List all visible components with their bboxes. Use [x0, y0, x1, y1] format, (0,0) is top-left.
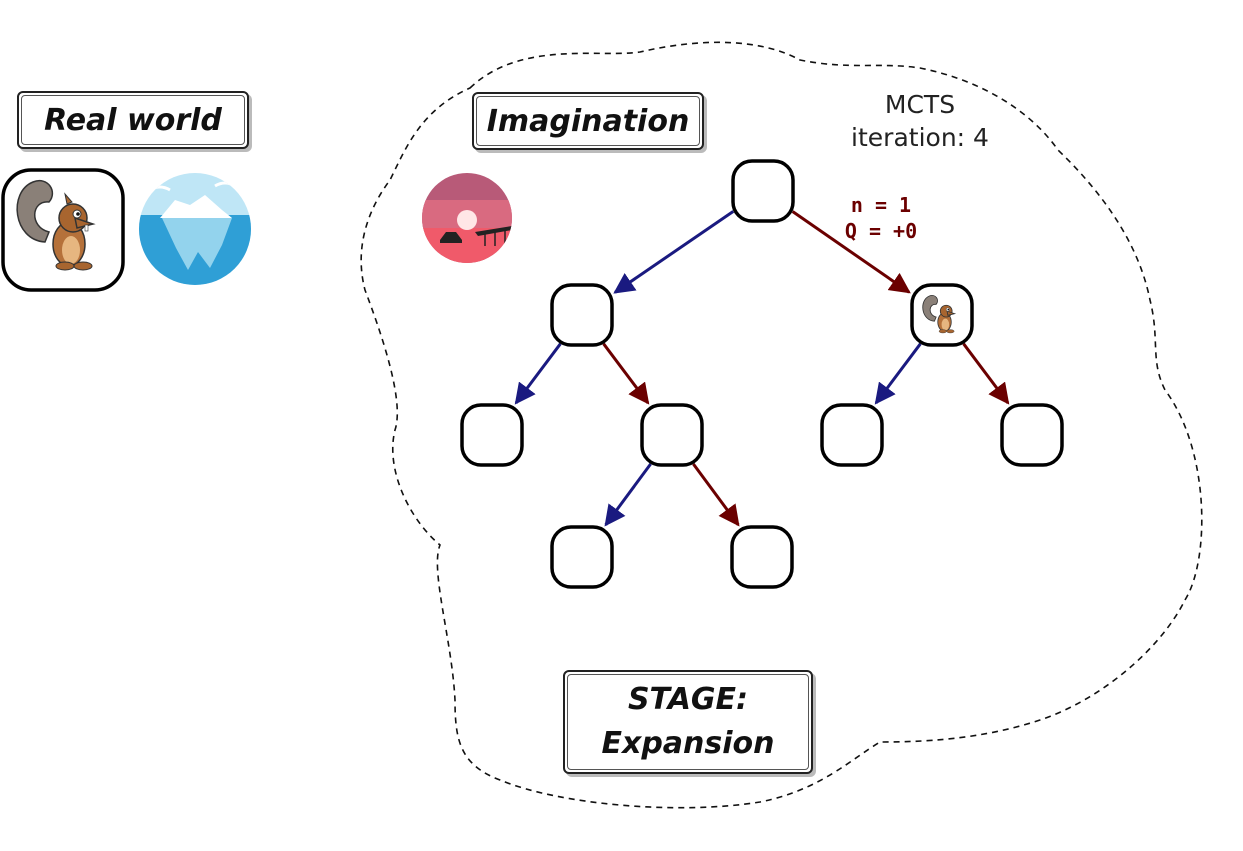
visit-count: n = 1: [850, 193, 912, 217]
edge-root-to-root-right: [791, 210, 911, 294]
edge-root-left-to-root-left-left: [514, 342, 562, 405]
real-world-label: Real world: [17, 91, 249, 149]
tree-node-root-right: [910, 283, 974, 347]
tree-node-root-right-left: [820, 403, 884, 467]
tree-node-root-right-right: [1000, 403, 1064, 467]
tree-node-root-left-right: [640, 403, 704, 467]
stage-name: Expansion: [601, 726, 775, 761]
edge-root-to-root-left: [613, 210, 735, 294]
mcts-iteration-label: MCTS iteration: 4: [830, 88, 1010, 154]
edge-root-left-to-root-left-right: [602, 342, 650, 405]
tree-node-root-left-right-left: [550, 525, 614, 589]
squirrel-icon: [1, 168, 125, 292]
stage-prefix: STAGE:: [627, 682, 749, 717]
real-world-title: Real world: [44, 102, 222, 138]
edge-stats: n = 1 Q = +0: [826, 192, 936, 244]
edge-root-right-to-root-right-left: [874, 342, 922, 405]
stage-label: STAGE: Expansion: [563, 670, 813, 774]
edge-root-left-right-to-root-left-right-right: [692, 463, 740, 527]
squirrel-icon: [922, 295, 957, 334]
mcts-label: MCTS: [884, 90, 956, 119]
tree-node-root-left: [550, 283, 614, 347]
tree-node-root-left-right-right: [730, 525, 794, 589]
tree-node-root: [731, 159, 795, 223]
q-value: Q = +0: [844, 219, 918, 243]
imagination-label: Imagination: [472, 92, 704, 150]
iteration-counter: iteration: 4: [851, 123, 989, 152]
imagination-title: Imagination: [486, 103, 690, 139]
edge-root-left-right-to-root-left-right-left: [604, 463, 652, 527]
edge-root-right-to-root-right-right: [962, 342, 1010, 405]
tree-node-root-left-left: [460, 403, 524, 467]
